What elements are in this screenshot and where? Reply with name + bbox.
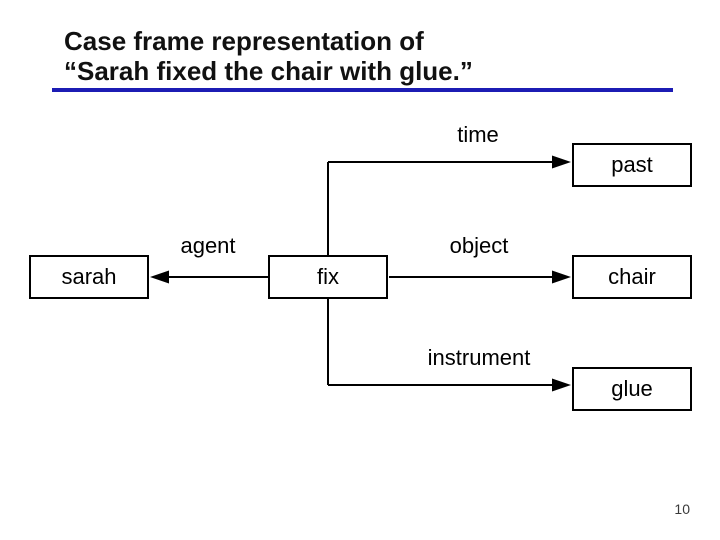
node-chair: chair xyxy=(572,255,692,299)
edge-label-instrument: instrument xyxy=(427,345,531,370)
title-underline-rule xyxy=(52,88,673,92)
arrowhead-instrument-icon xyxy=(552,378,571,392)
edge-label-object: object xyxy=(449,233,509,258)
node-sarah: sarah xyxy=(29,255,149,299)
arrowhead-time-icon xyxy=(552,155,571,169)
edge-label-agent: agent xyxy=(180,233,236,258)
title-line-2: “Sarah fixed the chair with glue.” xyxy=(64,56,473,86)
node-past: past xyxy=(572,143,692,187)
node-glue: glue xyxy=(572,367,692,411)
connector-lines xyxy=(165,161,556,386)
node-chair-label: chair xyxy=(608,264,656,289)
node-sarah-label: sarah xyxy=(61,264,117,289)
edge-label-time: time xyxy=(457,122,499,147)
node-fix: fix xyxy=(268,255,388,299)
arrowheads xyxy=(150,155,571,392)
page-number: 10 xyxy=(674,501,690,517)
arrowhead-agent-icon xyxy=(150,270,169,284)
arrowhead-object-icon xyxy=(552,270,571,284)
node-past-label: past xyxy=(611,152,653,177)
node-glue-label: glue xyxy=(611,376,653,401)
page-title: Case frame representation of“Sarah fixed… xyxy=(64,26,473,86)
node-fix-label: fix xyxy=(317,264,339,289)
title-line-1: Case frame representation of xyxy=(64,26,424,56)
